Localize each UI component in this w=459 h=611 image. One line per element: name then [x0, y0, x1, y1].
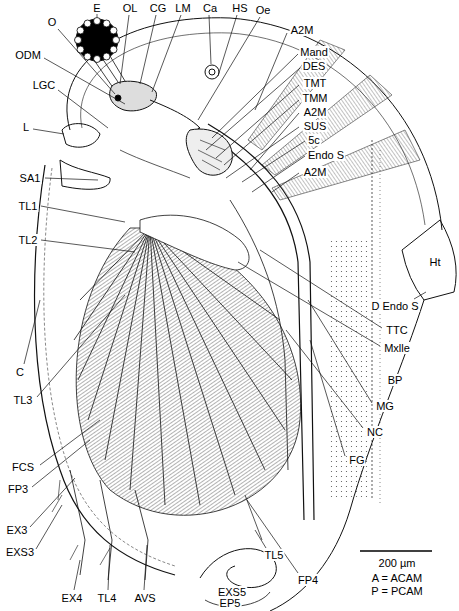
part-label: C	[15, 366, 25, 378]
part-label: ODM	[14, 49, 42, 61]
part-label: EP5	[219, 597, 242, 609]
part-label: 5c	[307, 134, 321, 146]
scale-note: A = ACAM	[371, 572, 423, 584]
part-label: SA1	[19, 172, 42, 184]
part-label: CG	[149, 2, 168, 14]
part-label: OL	[122, 2, 139, 14]
part-label: Mand	[299, 46, 329, 58]
part-label: TTC	[385, 324, 408, 336]
part-label: TMM	[301, 92, 328, 104]
part-label: NC	[366, 426, 384, 438]
part-label: A2M	[303, 106, 328, 118]
part-label: Ca	[202, 2, 218, 14]
leader-lines	[24, 14, 426, 590]
part-label: TL1	[18, 200, 39, 212]
part-label: Oe	[255, 4, 272, 16]
part-label: D Endo S	[370, 300, 419, 312]
part-label: FP4	[297, 574, 319, 586]
part-label: Endo S	[307, 149, 345, 161]
part-label: MG	[375, 400, 395, 412]
part-label: TL4	[97, 592, 118, 604]
part-label: TMT	[303, 77, 328, 89]
part-label: HS	[231, 2, 248, 14]
part-label: LM	[174, 2, 191, 14]
part-label: Mxlle	[383, 342, 411, 354]
part-label: FG	[348, 454, 365, 466]
part-label: EXS3	[5, 546, 35, 558]
part-label: A2M	[303, 166, 328, 178]
part-label: Ht	[429, 256, 442, 268]
part-label: O	[47, 16, 58, 28]
part-label: FCS	[11, 461, 35, 473]
scale-note: P = PCAM	[370, 585, 423, 597]
part-label: TL2	[18, 234, 39, 246]
part-label: E	[92, 2, 101, 14]
part-label: TL3	[13, 394, 34, 406]
part-label: A2M	[290, 24, 315, 36]
part-label: LGC	[32, 79, 57, 91]
part-label: L	[22, 121, 30, 133]
part-label: EX3	[6, 524, 29, 536]
part-label: AVS	[133, 592, 156, 604]
part-label: SUS	[303, 120, 328, 132]
scale-note: 200 µm	[378, 557, 417, 569]
scale-bar	[360, 550, 432, 552]
part-label: BP	[387, 374, 404, 386]
part-label: TL5	[264, 549, 285, 561]
part-label: FP3	[7, 483, 29, 495]
part-label: EX4	[61, 592, 84, 604]
part-label: DES	[302, 60, 327, 72]
